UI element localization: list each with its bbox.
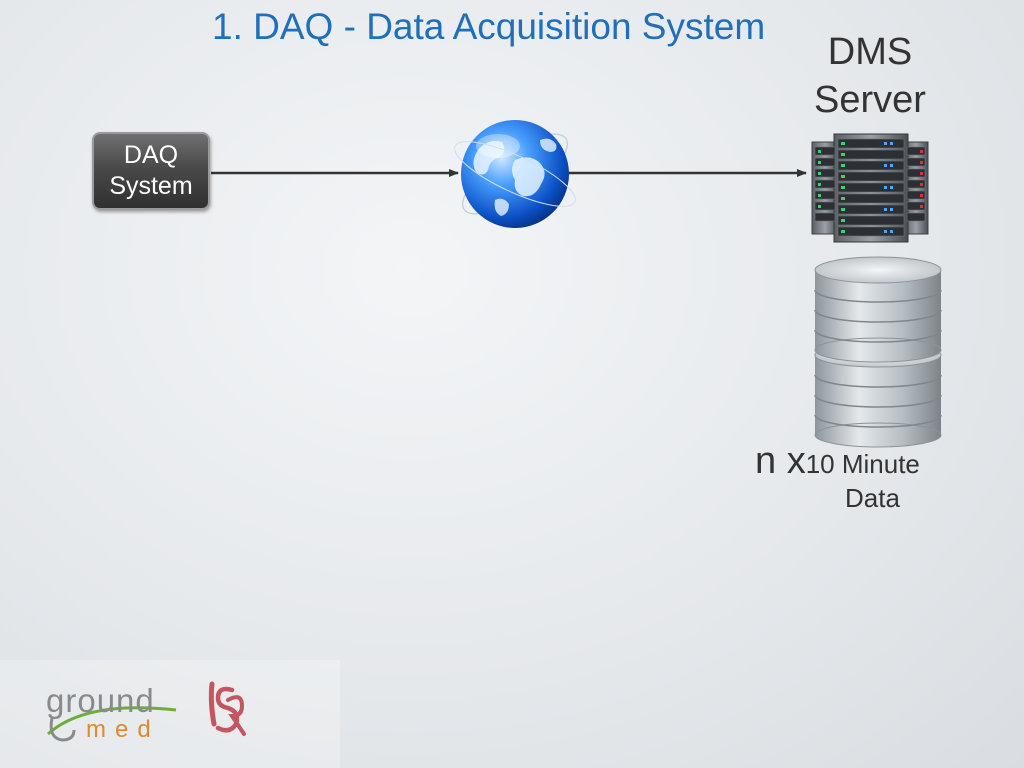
storage-label-line1: 10 Minute	[806, 449, 920, 479]
storage-label-line2: Data	[755, 483, 955, 514]
groundmed-logo: ground med	[46, 682, 181, 748]
groundmed-logo-med: med	[86, 716, 160, 744]
groundmed-logo-ground: ground	[46, 682, 155, 720]
storage-label: n x10 Minute Data	[755, 440, 955, 514]
globe-icon	[448, 120, 583, 228]
database-icon	[815, 257, 941, 447]
storage-count-prefix: n x	[755, 440, 806, 482]
server-rack-icon	[812, 134, 928, 242]
